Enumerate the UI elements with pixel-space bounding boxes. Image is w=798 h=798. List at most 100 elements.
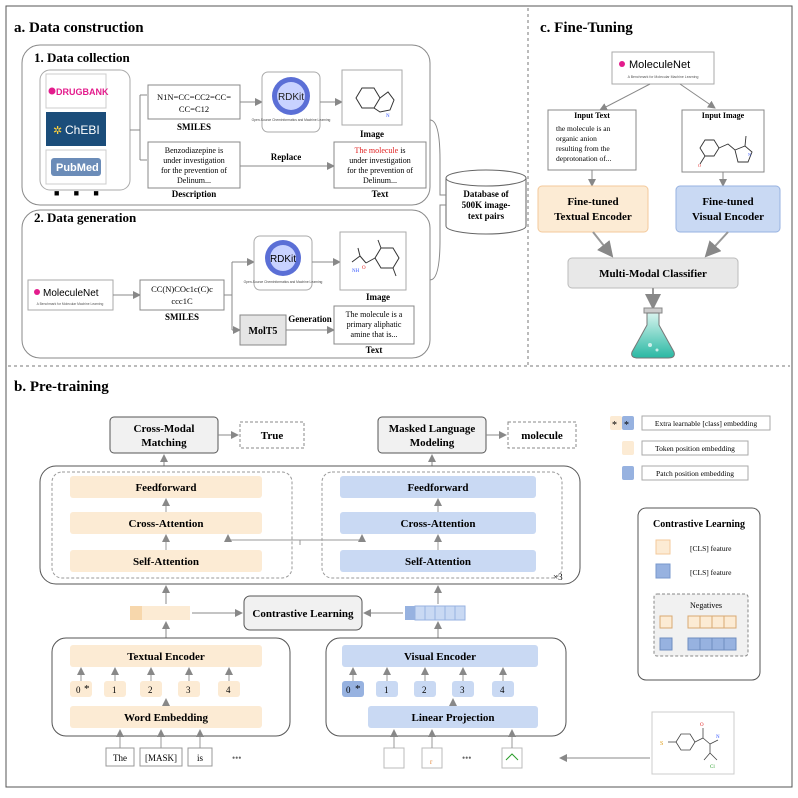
moleculenet-dot-icon-ft [619, 61, 625, 67]
moleculenet-sub-gen: A Benchmark for Molecular Machine Learni… [37, 302, 104, 306]
rdkit-text: RDKit [278, 92, 304, 103]
input-image-box [681, 109, 765, 173]
patch-pos-2: 2 [422, 685, 427, 695]
input-tokens: The [MASK] is ••• [105, 729, 241, 767]
chlorine-label: Cl [710, 765, 715, 770]
image-cross-attention [340, 512, 536, 534]
textual-encoder-bar [70, 645, 262, 667]
molt5-label: MolT5 [249, 326, 278, 337]
text-1-red: The molecule [354, 146, 398, 155]
smiles-label: SMILES [177, 122, 211, 132]
database-icon [445, 169, 527, 235]
text-2-line-3: amine that is... [351, 330, 398, 339]
text-1-line-4: Delinum... [363, 176, 397, 185]
text-label-2: Text [366, 345, 383, 355]
text-fusion-dashed [51, 471, 293, 579]
repeat-label: ×3 [553, 572, 563, 582]
rdkit-subtitle-gen: Open-Source Cheminformatics and Machine … [244, 280, 323, 284]
input-text-line-4: deprotonation of... [556, 154, 612, 163]
pubmed-text: PubMed [56, 162, 99, 174]
smiles-gen-line-1: CC(N)COc1c(C)c [151, 284, 213, 294]
smiles-box [147, 84, 241, 120]
input-text-box [547, 109, 637, 171]
molecule-structure-3 [699, 135, 753, 165]
text-feedforward [70, 476, 262, 498]
bracket-to-database-2 [429, 204, 446, 281]
description-box [147, 141, 241, 189]
description-line-4: Delinum... [177, 176, 211, 185]
chebi-text: ChEBI [65, 123, 100, 137]
input-text-label: Input Text [574, 111, 610, 120]
moleculenet-logo-gen [27, 279, 114, 311]
classifier-label: Multi-Modal Classifier [599, 268, 707, 280]
molecule-structure-2 [351, 239, 400, 277]
drugbank-text: DRUGBANK [56, 87, 109, 97]
image-label-2: Image [366, 292, 390, 302]
legend-cls-embedding: Extra learnable [class] embedding [655, 419, 757, 428]
input-image-label: Input Image [702, 111, 745, 120]
moleculenet-text-ft: MoleculeNet [629, 59, 690, 71]
cls-image-label: [CLS] feature [690, 568, 732, 577]
image-cross-attention-label: Cross-Attention [401, 518, 476, 530]
bracket-to-database [429, 119, 446, 196]
text-feedforward-label: Feedforward [135, 482, 196, 494]
text-pos-1: 1 [112, 685, 117, 695]
amine-label: NH [352, 269, 360, 274]
svg-text:r: r [430, 758, 433, 766]
token-mask: [MASK] [145, 753, 177, 763]
text-feature-strip [130, 606, 190, 620]
text-self-attention-label: Self-Attention [133, 556, 199, 568]
input-text-line-3: resulting from the [556, 144, 610, 153]
arrow-textual-classifier [592, 231, 614, 258]
pubmed-badge [51, 158, 101, 176]
text-2-line-2: primary aliphatic [347, 320, 402, 329]
generation-label: Generation [288, 314, 332, 324]
molecule-image-input [651, 711, 735, 775]
molecule-output-box [507, 421, 577, 449]
text-pos-2: 2 [148, 685, 153, 695]
molt5-box [239, 314, 287, 346]
molecule-image-2 [339, 231, 407, 291]
generation-title: 2. Data generation [34, 210, 137, 225]
chebi-star-icon: ✲ [53, 125, 62, 137]
molecule-structure-4 [668, 728, 719, 761]
text-box-1 [333, 141, 427, 189]
text-box-2 [333, 305, 415, 345]
text-cross-attention [70, 512, 262, 534]
cmm-line-1: Cross-Modal [134, 423, 195, 435]
finetuned-visual-encoder [675, 185, 781, 233]
description-line-2: under investigation [163, 156, 225, 165]
smiles-line-2: CC=C12 [179, 104, 209, 114]
image-feature-strip [405, 605, 466, 621]
chebi-logo [46, 112, 106, 146]
input-text-line-2: organic anion [556, 134, 597, 143]
textual-encoder-box [51, 637, 291, 737]
input-text-line-1: the molecule is an [556, 124, 611, 133]
token-is: is [197, 753, 204, 763]
arrow-to-input-image [679, 83, 716, 109]
contrastive-panel-title: Contrastive Learning [653, 519, 745, 530]
mlm-line-1: Masked Language [389, 423, 476, 435]
visual-encoder-label: Visual Encoder [404, 651, 476, 663]
negatives-rows [659, 615, 737, 651]
rdkit-text-gen: RDKit [270, 254, 296, 265]
replace-label: Replace [271, 152, 302, 162]
legend-star-2: * [624, 420, 629, 431]
image-patches: r ••• [383, 729, 523, 769]
text-self-attention [70, 550, 262, 572]
more-sources-dots: ■ ■ ■ [54, 188, 105, 198]
nitrogen-label-4: N [716, 735, 720, 740]
visual-encoder-box [325, 637, 567, 737]
true-label: True [261, 430, 284, 442]
word-embedding-label: Word Embedding [124, 712, 209, 724]
image-fusion-dashed [321, 471, 563, 579]
legend-patch-pos: Patch position embedding [656, 469, 734, 478]
cls-text-label: [CLS] feature [690, 544, 732, 553]
moleculenet-text-gen: MoleculeNet [43, 288, 99, 299]
molecule-structure-1 [355, 87, 395, 113]
negatives-label: Negatives [690, 601, 722, 610]
image-self-attention [340, 550, 536, 572]
patch-dots: ••• [462, 753, 471, 763]
